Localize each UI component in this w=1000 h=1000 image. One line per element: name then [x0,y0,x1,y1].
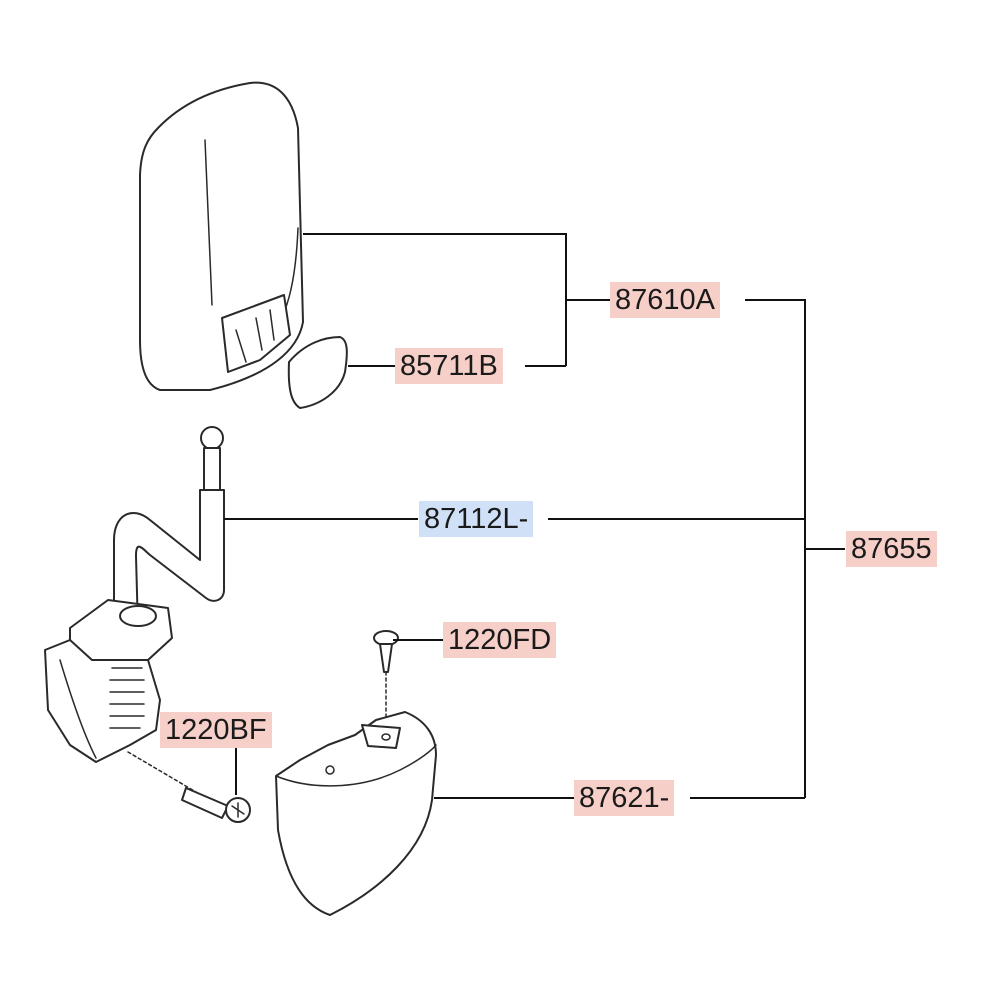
callout-87655[interactable]: 87655 [846,531,937,567]
callout-85711b[interactable]: 85711B [395,348,503,384]
screw-1220fd-drawing [373,630,399,739]
mount-bracket-drawing [44,599,173,763]
base-cover-drawing [275,711,437,916]
callout-1220bf[interactable]: 1220BF [160,712,272,748]
screw-1220bf-drawing [127,751,251,823]
callout-1220fd[interactable]: 1220FD [443,622,557,658]
callout-87621[interactable]: 87621- [574,780,675,816]
mirror-head-drawing [139,81,304,391]
leader-lines [224,233,845,799]
callout-87610a[interactable]: 87610A [610,282,720,318]
mirror-glass-drawing [287,336,348,409]
stay-arm-drawing [113,426,225,631]
callout-87112l[interactable]: 87112L- [419,501,534,537]
